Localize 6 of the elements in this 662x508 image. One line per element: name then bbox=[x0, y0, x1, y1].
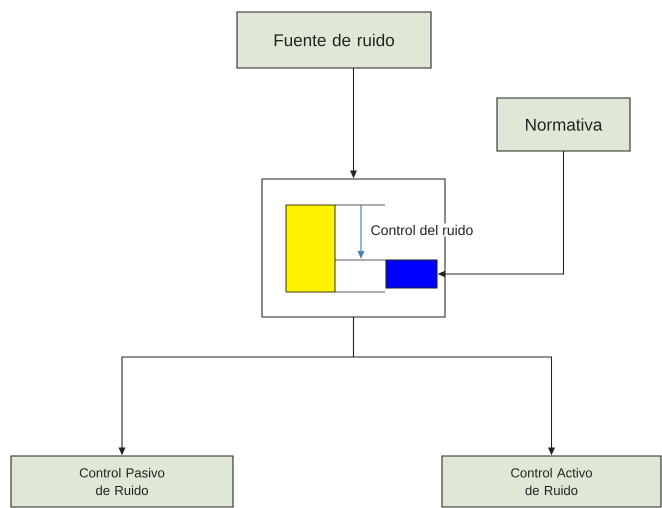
process-box: Control Pasivo de Ruido bbox=[10, 455, 234, 508]
text-label: Control del ruido bbox=[369, 224, 475, 236]
process-box: Control Activo de Ruido bbox=[441, 455, 662, 508]
block bbox=[385, 259, 438, 289]
process-box: Fuente de ruido bbox=[236, 11, 432, 69]
process-box: Normativa bbox=[496, 97, 631, 152]
